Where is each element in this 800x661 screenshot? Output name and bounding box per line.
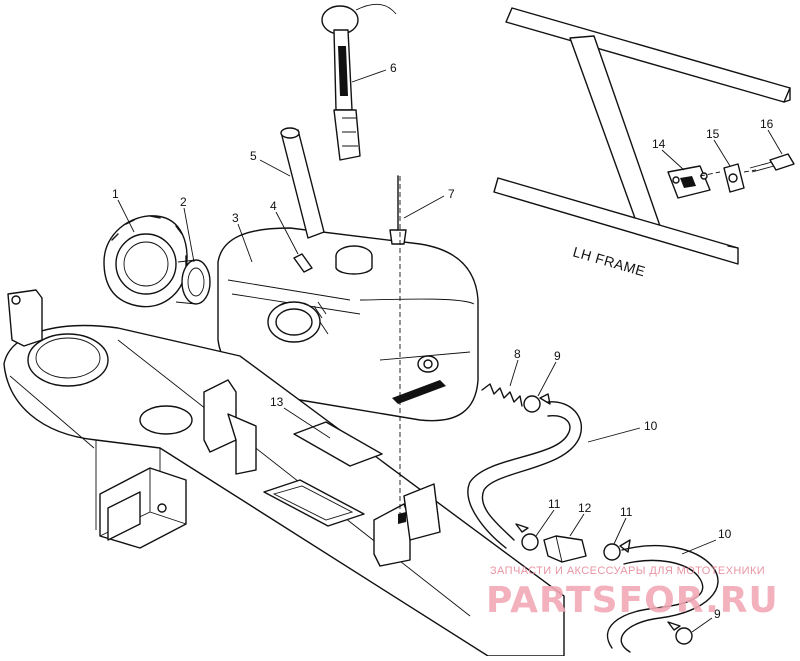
callout-6: 6	[390, 61, 397, 75]
fuel-line-upper	[467, 401, 582, 549]
lower-frame	[3, 176, 565, 657]
hose-clamp-left	[515, 523, 539, 551]
cap-gasket	[175, 259, 211, 305]
callout-15: 15	[706, 127, 720, 141]
callout-13: 13	[270, 395, 284, 409]
fuel-cap	[103, 215, 188, 308]
fuel-filter	[543, 535, 587, 563]
callout-4: 4	[270, 199, 277, 213]
watermark-caption: ЗАПЧАСТИ И АКСЕССУАРЫ ДЛЯ МОТОТЕХНИКИ	[490, 565, 765, 577]
callout-11-right: 11	[620, 505, 633, 519]
callout-10-lower: 10	[718, 527, 732, 541]
tank-pad	[293, 421, 383, 467]
fuel-gauge-sender	[321, 3, 397, 161]
callout-9-lower: 9	[714, 607, 721, 621]
callout-16: 16	[760, 117, 774, 131]
callout-12: 12	[578, 501, 592, 515]
lh-frame-label: LH FRAME	[571, 244, 647, 280]
callout-2: 2	[180, 195, 187, 209]
callout-7: 7	[448, 187, 455, 201]
watermark-brand: PARTSFOR.RU	[486, 580, 779, 621]
lh-frame	[493, 7, 795, 265]
hose-clamp-lower	[667, 621, 693, 645]
fuel-line-lower	[606, 544, 719, 653]
callout-11-left: 11	[548, 497, 561, 511]
hose-clamp-right	[603, 539, 631, 561]
watermark: ЗАПЧАСТИ И АКСЕССУАРЫ ДЛЯ МОТОТЕХНИКИ PA…	[486, 565, 779, 621]
tank-strap-rod	[389, 175, 407, 245]
spring	[481, 383, 523, 407]
hose-clamp-upper	[523, 393, 551, 413]
fuel-tank	[217, 227, 479, 422]
vent-hose	[280, 127, 325, 239]
callout-1: 1	[112, 187, 119, 201]
callout-10-upper: 10	[644, 419, 658, 433]
callout-labels: 1 2 3 4 5 6 7 8 9 10 11 12 11 10 9 13 14…	[112, 61, 774, 621]
leader-lines	[117, 69, 783, 633]
callout-9-upper: 9	[554, 349, 561, 363]
callout-8: 8	[514, 347, 521, 361]
callout-14: 14	[652, 137, 666, 151]
callout-3: 3	[232, 211, 239, 225]
callout-5: 5	[250, 149, 257, 163]
